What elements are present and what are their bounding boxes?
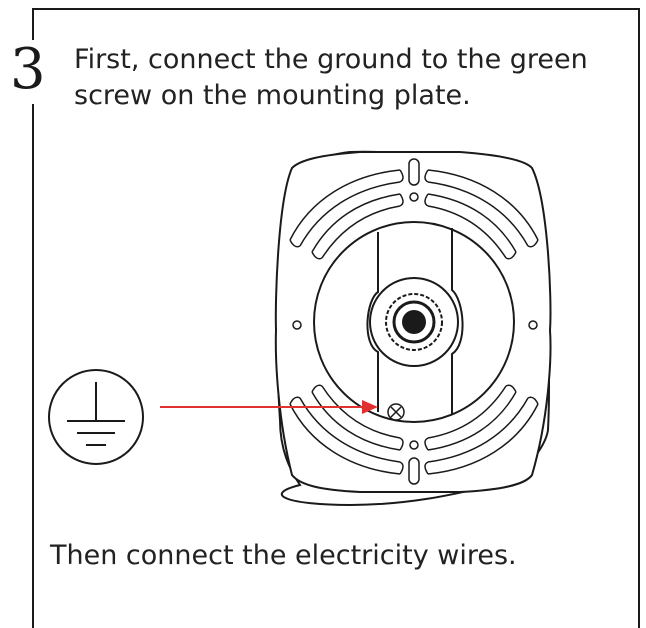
top-hole — [409, 192, 419, 202]
bottom-right-slots — [424, 384, 539, 475]
top-slot — [408, 158, 420, 186]
step-number: 3 — [6, 40, 50, 104]
footer-instruction: Then connect the electricity wires. — [50, 540, 517, 571]
bottom-slot — [408, 457, 420, 485]
left-bracket — [366, 232, 379, 412]
step-frame — [32, 8, 640, 628]
hub-center — [402, 310, 426, 334]
left-hole — [292, 320, 302, 330]
bottom-left-slots — [289, 384, 404, 475]
right-hole — [528, 320, 538, 330]
step-instruction: First, connect the ground to the green s… — [74, 44, 588, 111]
bottom-hole — [409, 440, 419, 450]
top-left-slots — [289, 169, 404, 260]
ground-arrow — [160, 400, 378, 414]
top-right-slots — [424, 169, 539, 260]
ground-screw-icon — [387, 403, 405, 421]
right-bracket — [451, 228, 464, 414]
inner-ring — [313, 221, 515, 423]
ground-symbol-icon — [48, 369, 144, 465]
